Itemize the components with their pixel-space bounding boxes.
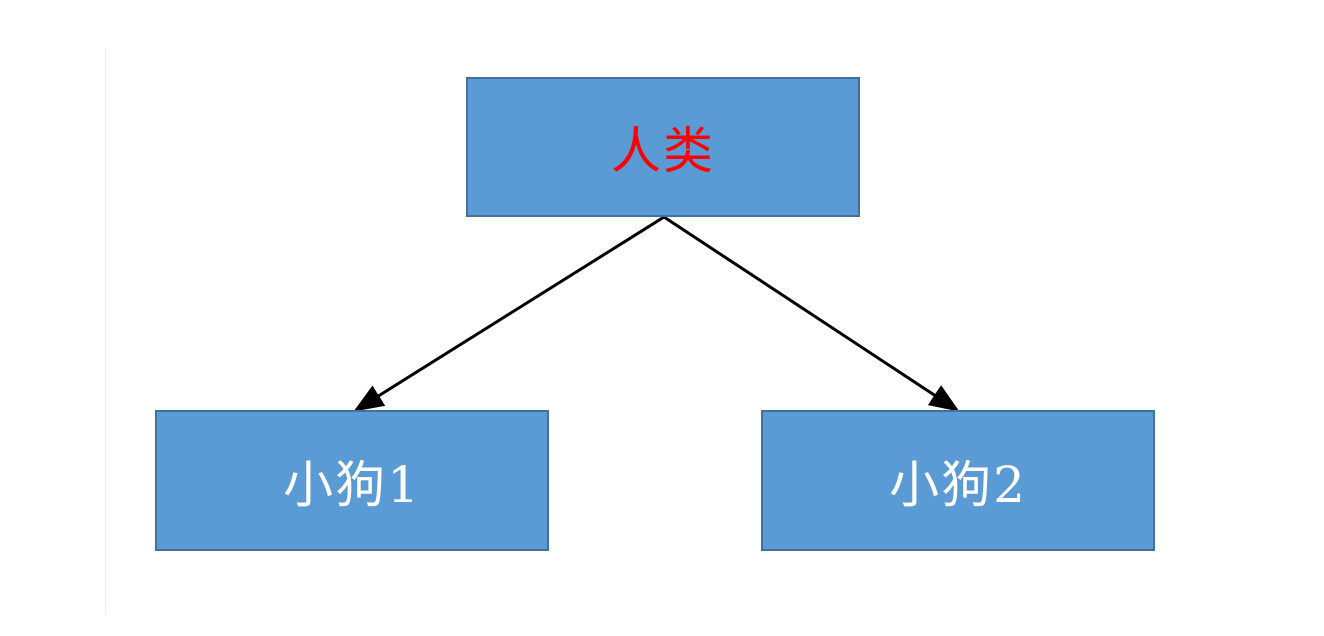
node-dog2: 小狗2 bbox=[761, 410, 1155, 551]
node-dog1: 小狗1 bbox=[155, 410, 549, 551]
node-human: 人类 bbox=[466, 77, 860, 217]
edge-human-to-dog1 bbox=[353, 215, 665, 412]
node-dog2-label: 小狗2 bbox=[889, 455, 1027, 514]
page-edge-rule bbox=[105, 48, 106, 614]
edge-human-to-dog2 bbox=[663, 215, 960, 412]
node-human-label: 人类 bbox=[611, 122, 715, 180]
node-dog1-label: 小狗1 bbox=[283, 455, 421, 514]
